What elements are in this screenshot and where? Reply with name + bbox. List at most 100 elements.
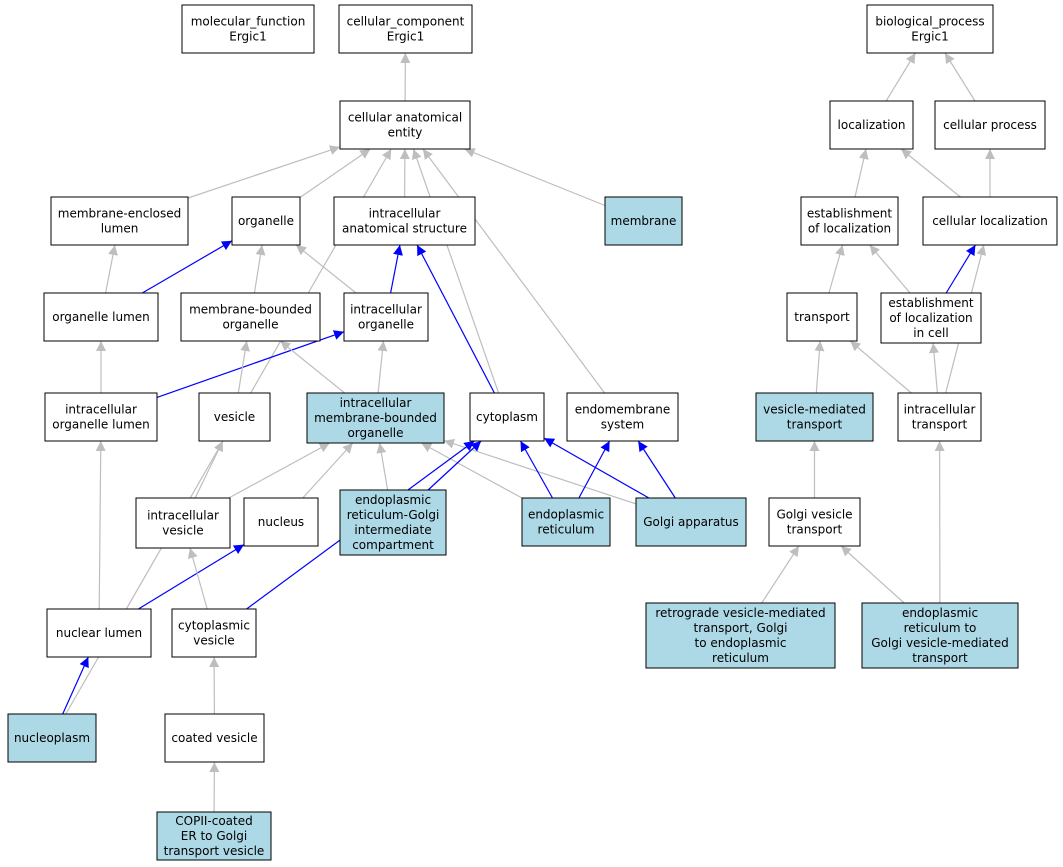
node-membrane[interactable]: membrane: [604, 196, 683, 246]
node-nucleus[interactable]: nucleus: [243, 497, 319, 547]
node-box: [880, 292, 982, 344]
node-box: [768, 497, 861, 547]
node-organelle[interactable]: organelle: [231, 196, 301, 246]
edge-nucleoplasm-to-nuclear-lumen: [62, 656, 89, 715]
edge-retrograde-transport-to-golgi-vesicle-transport: [761, 545, 800, 604]
node-label-line: endomembrane: [575, 403, 671, 417]
node-cellular-process[interactable]: cellular process: [934, 100, 1046, 150]
node-label-line: to endoplasmic: [695, 636, 787, 650]
edge-localization-to-biological-process: [885, 52, 916, 102]
node-label-line: establishment: [888, 296, 974, 310]
node-label-line: vesicle: [193, 634, 234, 648]
node-label-line: establishment: [807, 207, 893, 221]
edge-organelle-to-cellular-anatomical-entity: [299, 148, 371, 198]
node-cellular-localization[interactable]: cellular localization: [922, 196, 1058, 246]
node-golgi-apparatus[interactable]: Golgi apparatus: [635, 497, 747, 547]
node-box: [333, 196, 476, 246]
node-cytoplasm[interactable]: cytoplasm: [469, 392, 545, 442]
node-vesicle[interactable]: vesicle: [198, 392, 271, 442]
node-transport[interactable]: transport: [786, 292, 858, 342]
node-label-line: organelle: [238, 214, 294, 228]
node-label-line: molecular_function: [191, 15, 306, 29]
node-label-line: transport, Golgi: [693, 621, 787, 635]
node-nuclear-lumen[interactable]: nuclear lumen: [46, 608, 152, 658]
node-box: [866, 4, 994, 54]
node-label-line: nuclear lumen: [56, 626, 142, 640]
node-box: [934, 100, 1046, 150]
node-localization[interactable]: localization: [829, 100, 914, 150]
node-label-line: endoplasmic: [902, 606, 978, 620]
node-label-line: vesicle-mediated: [763, 403, 866, 417]
node-label-line: transport: [912, 651, 968, 665]
edge-nuclear-lumen-to-intracellular-organelle-lumen: [95, 440, 106, 610]
edge-intracellular-organelle-to-organelle: [295, 244, 357, 294]
node-label-line: nucleus: [258, 515, 304, 529]
node-box: [339, 489, 447, 556]
node-box: [521, 497, 611, 547]
edge-intracellular-transport-to-transport: [849, 340, 912, 394]
edge-intracellular-transport-to-establishment-of-localization-in-cell: [928, 342, 939, 394]
node-organelle-lumen[interactable]: organelle lumen: [43, 292, 159, 342]
node-label-line: of localization: [808, 222, 891, 236]
node-label-line: vesicle: [162, 524, 203, 538]
node-box: [645, 602, 836, 669]
edge-cellular-process-to-biological-process: [944, 52, 976, 102]
node-label-line: Ergic1: [911, 30, 949, 44]
edge-endoplasmic-reticulum-to-intracellular-membrane-bounded-organelle: [421, 442, 523, 499]
node-box: [43, 292, 159, 342]
node-box: [243, 497, 319, 547]
node-label-line: anatomical structure: [342, 222, 467, 236]
node-nucleoplasm[interactable]: nucleoplasm: [7, 713, 97, 763]
edge-establishment-of-localization-to-localization: [854, 148, 869, 198]
edge-organelle-lumen-to-organelle: [141, 240, 233, 294]
node-coated-vesicle[interactable]: coated vesicle: [164, 713, 265, 763]
edge-intracellular-vesicle-to-vesicle: [194, 440, 224, 499]
node-label-line: cytoplasmic: [178, 619, 250, 633]
edge-nuclear-lumen-to-nucleus: [138, 544, 245, 610]
node-label-line: Ergic1: [387, 30, 425, 44]
node-box: [156, 811, 272, 861]
node-label-line: membrane-enclosed: [58, 207, 182, 221]
node-box: [922, 196, 1058, 246]
node-label-line: COPII-coated: [175, 814, 252, 828]
node-label-line: reticulum-Golgi: [347, 508, 440, 522]
node-box: [829, 100, 914, 150]
node-label-line: transport vesicle: [164, 844, 265, 858]
node-box: [198, 392, 271, 442]
node-layer: molecular_functionErgic1cellular_compone…: [7, 4, 1058, 861]
node-label-line: reticulum: [538, 523, 595, 537]
node-ergic[interactable]: endoplasmicreticulum-Golgiintermediateco…: [339, 489, 447, 556]
node-label-line: organelle lumen: [52, 418, 150, 432]
edge-cytoplasm-to-intracellular-anatomical-structure: [416, 244, 495, 394]
node-label-line: organelle: [358, 318, 414, 332]
node-box: [343, 292, 429, 342]
node-box: [50, 196, 189, 246]
edge-establishment-of-localization-in-cell-to-cellular-localization: [945, 244, 976, 294]
edge-endoplasmic-reticulum-to-cytoplasm: [519, 440, 554, 499]
edge-intracellular-membrane-bounded-organelle-to-intracellular-organelle: [377, 340, 388, 394]
node-label-line: endoplasmic: [355, 493, 431, 507]
node-label-line: membrane-bounded: [189, 303, 312, 317]
